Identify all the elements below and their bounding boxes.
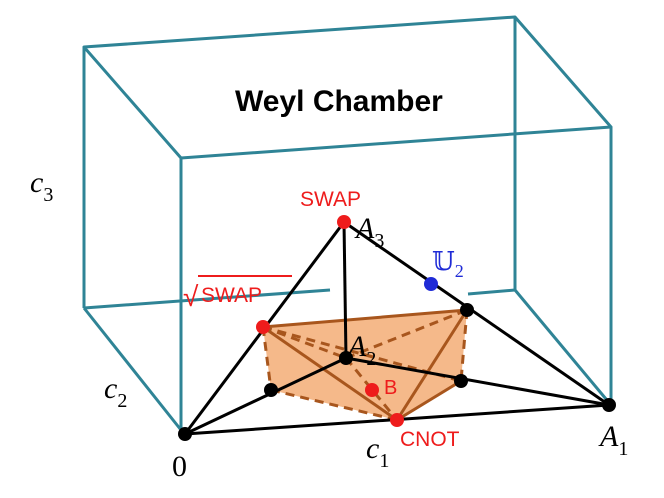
point-a2 (339, 351, 353, 365)
point-a1 (602, 398, 616, 412)
region-edge (262, 325, 398, 422)
edge-a3-a1 (343, 220, 610, 407)
region-edge-dashed (459, 309, 469, 382)
chart-title: Weyl Chamber (235, 85, 443, 118)
edge-0-a2 (184, 356, 347, 436)
region-edge-dashed (270, 388, 398, 422)
axis-label-c1: c1 (366, 432, 389, 472)
edge-a2-a1 (345, 356, 610, 407)
vertex-label-origin: 0 (172, 450, 187, 483)
region-edge-dashed (261, 326, 273, 391)
point-b (365, 383, 379, 397)
axis-label-c2: c2 (104, 372, 127, 412)
point-cnot (390, 413, 404, 427)
point-sqrt-swap (256, 320, 270, 334)
point-region-top-right (460, 303, 474, 317)
region-edge-dashed (345, 308, 468, 360)
gate-label-sqrt-swap: SWAP (201, 284, 262, 307)
region-edge (395, 309, 469, 421)
region-face (263, 310, 467, 420)
points (178, 215, 616, 441)
gate-label-sqrt-symbol: √ (183, 281, 199, 312)
axis-label-c3: c3 (30, 166, 53, 206)
point-region-right (454, 374, 468, 388)
box-edge (82, 307, 183, 431)
point-u2 (424, 277, 438, 291)
point-swap (337, 215, 351, 229)
box-edge (467, 288, 516, 296)
vertex-label-a2: A2 (346, 330, 376, 370)
box-edge (513, 289, 613, 406)
region-edge (396, 379, 462, 422)
gate-label-b: B (384, 377, 397, 399)
edge-a3-a2 (342, 221, 348, 359)
gate-label-u2: 𝕌2 (432, 247, 464, 281)
region-edge (262, 308, 468, 329)
point-origin (178, 427, 192, 441)
vertex-label-a1: A1 (598, 420, 628, 460)
bounding-box (82, 15, 613, 431)
region-edge-dashed (344, 357, 399, 421)
point-region-left (264, 383, 278, 397)
vertex-label-a3: A3 (354, 212, 384, 252)
gate-label-cnot: CNOT (400, 428, 460, 451)
gate-label-swap: SWAP (300, 188, 361, 211)
perfect-entangler-region (261, 308, 469, 422)
